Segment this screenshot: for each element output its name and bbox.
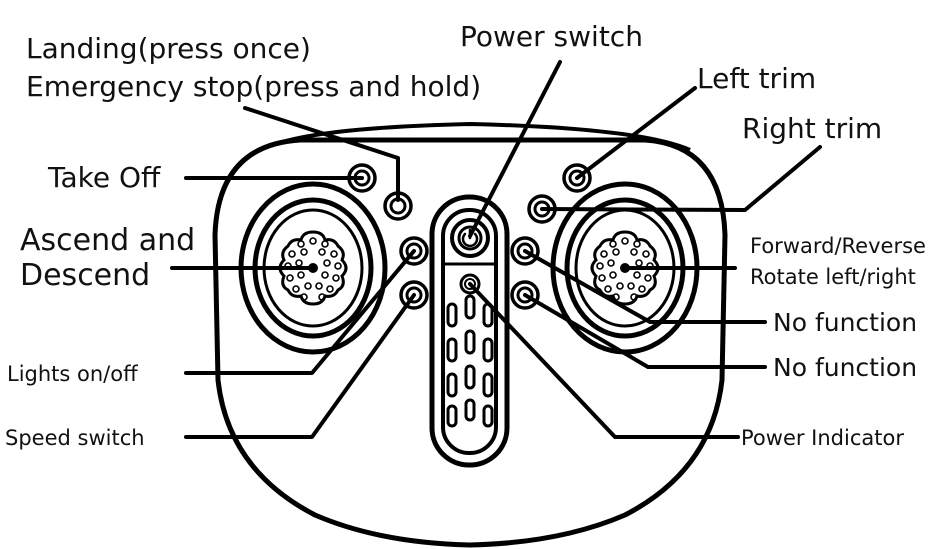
center-panel [429, 194, 510, 468]
right-joystick-grip-dots [596, 237, 654, 301]
leader-right-trim [540, 145, 822, 212]
label-rotate: Rotate left/right [750, 265, 916, 289]
label-lights: Lights on/off [7, 362, 138, 386]
landing-button[interactable] [383, 191, 413, 221]
leader-power-indicator [468, 282, 740, 439]
label-forward-reverse: Forward/Reverse [750, 234, 926, 258]
label-no-function-1: No function [773, 308, 917, 337]
label-ascend-1: Ascend and [20, 223, 195, 258]
leader-left-trim [575, 86, 697, 180]
label-no-function-2: No function [773, 353, 917, 382]
leader-speed [184, 293, 416, 439]
leader-lights [184, 249, 416, 375]
label-take-off: Take Off [47, 161, 161, 194]
label-landing: Landing(press once) [26, 32, 311, 65]
label-left-trim: Left trim [697, 62, 816, 95]
leader-power-switch [468, 60, 562, 238]
leader-no-function-1 [523, 249, 767, 324]
label-emergency-stop: Emergency stop(press and hold) [26, 70, 481, 103]
label-speed: Speed switch [5, 426, 145, 450]
leader-no-function-2 [523, 293, 767, 369]
label-power-switch: Power switch [460, 20, 643, 53]
grip-slots [446, 294, 494, 428]
labels: Landing(press once) Emergency stop(press… [5, 20, 926, 450]
label-ascend-2: Descend [20, 258, 150, 293]
label-right-trim: Right trim [742, 112, 882, 145]
leader-landing [243, 106, 400, 202]
power-switch-button[interactable] [450, 218, 490, 258]
leader-lines [170, 60, 822, 439]
label-power-indicator: Power Indicator [741, 426, 904, 450]
